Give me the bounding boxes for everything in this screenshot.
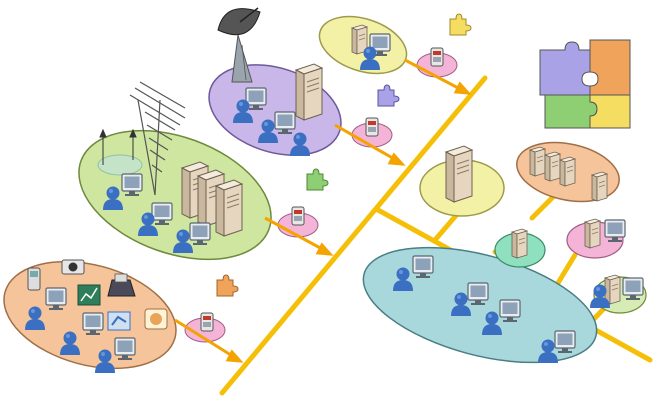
backbone-main [219,75,653,396]
router-icon [291,206,305,226]
puzzle-piece-icon [377,84,400,107]
puzzle-piece-icon [449,13,472,36]
puzzle-piece-icon [306,168,329,191]
puzzle-cluster [539,39,631,129]
server-icon [584,218,601,249]
uplink-arrows [174,58,472,363]
server-icon [511,228,528,259]
server-icon [529,146,546,177]
server-icon [295,63,323,121]
server-icon [215,179,243,237]
server-icon [544,151,561,182]
hand-icon [144,308,168,330]
server-icon [445,145,473,203]
satellite-dish-icon [217,7,261,83]
camera-icon [61,259,85,275]
phone-icon [27,267,41,291]
router-icon [200,312,214,332]
fax-icon [107,273,136,297]
server-icon [559,156,576,187]
puzzle-piece-icon [216,274,239,297]
antenna-icon [129,81,186,196]
scanner-icon [107,311,131,331]
antenna-base-rings [97,154,143,176]
router-icon [365,117,379,137]
chart-icon [77,284,101,306]
antenna-arrows [99,128,137,165]
server-icon [591,171,608,202]
router-icon [430,47,444,67]
